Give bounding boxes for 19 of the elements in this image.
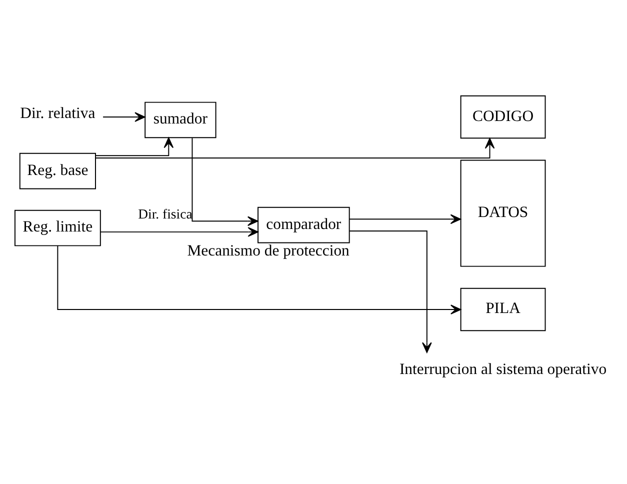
- node-box: CODIGO: [460, 95, 546, 139]
- node-label: Mecanismo de proteccion: [187, 242, 350, 260]
- edge-label: Dir. fisica: [138, 206, 192, 222]
- node-text: Interrupcion al sistema operativo: [399, 361, 607, 378]
- arrow: [95, 137, 174, 156]
- node-box: Reg. base: [19, 152, 96, 190]
- arrow: [57, 245, 462, 314]
- arrow: [192, 138, 258, 226]
- arrow: [100, 227, 258, 237]
- arrow: [95, 138, 495, 158]
- arrow: [102, 112, 146, 122]
- node-box: DATOS: [460, 160, 546, 267]
- node-box: sumador: [144, 102, 216, 138]
- arrow: [349, 230, 432, 353]
- node-box: Reg. limite: [14, 210, 101, 246]
- node-box: comparador: [258, 206, 350, 244]
- node-box: PILA: [460, 288, 546, 332]
- arrow: [348, 214, 462, 224]
- node-text: Dir. relativa: [20, 104, 96, 122]
